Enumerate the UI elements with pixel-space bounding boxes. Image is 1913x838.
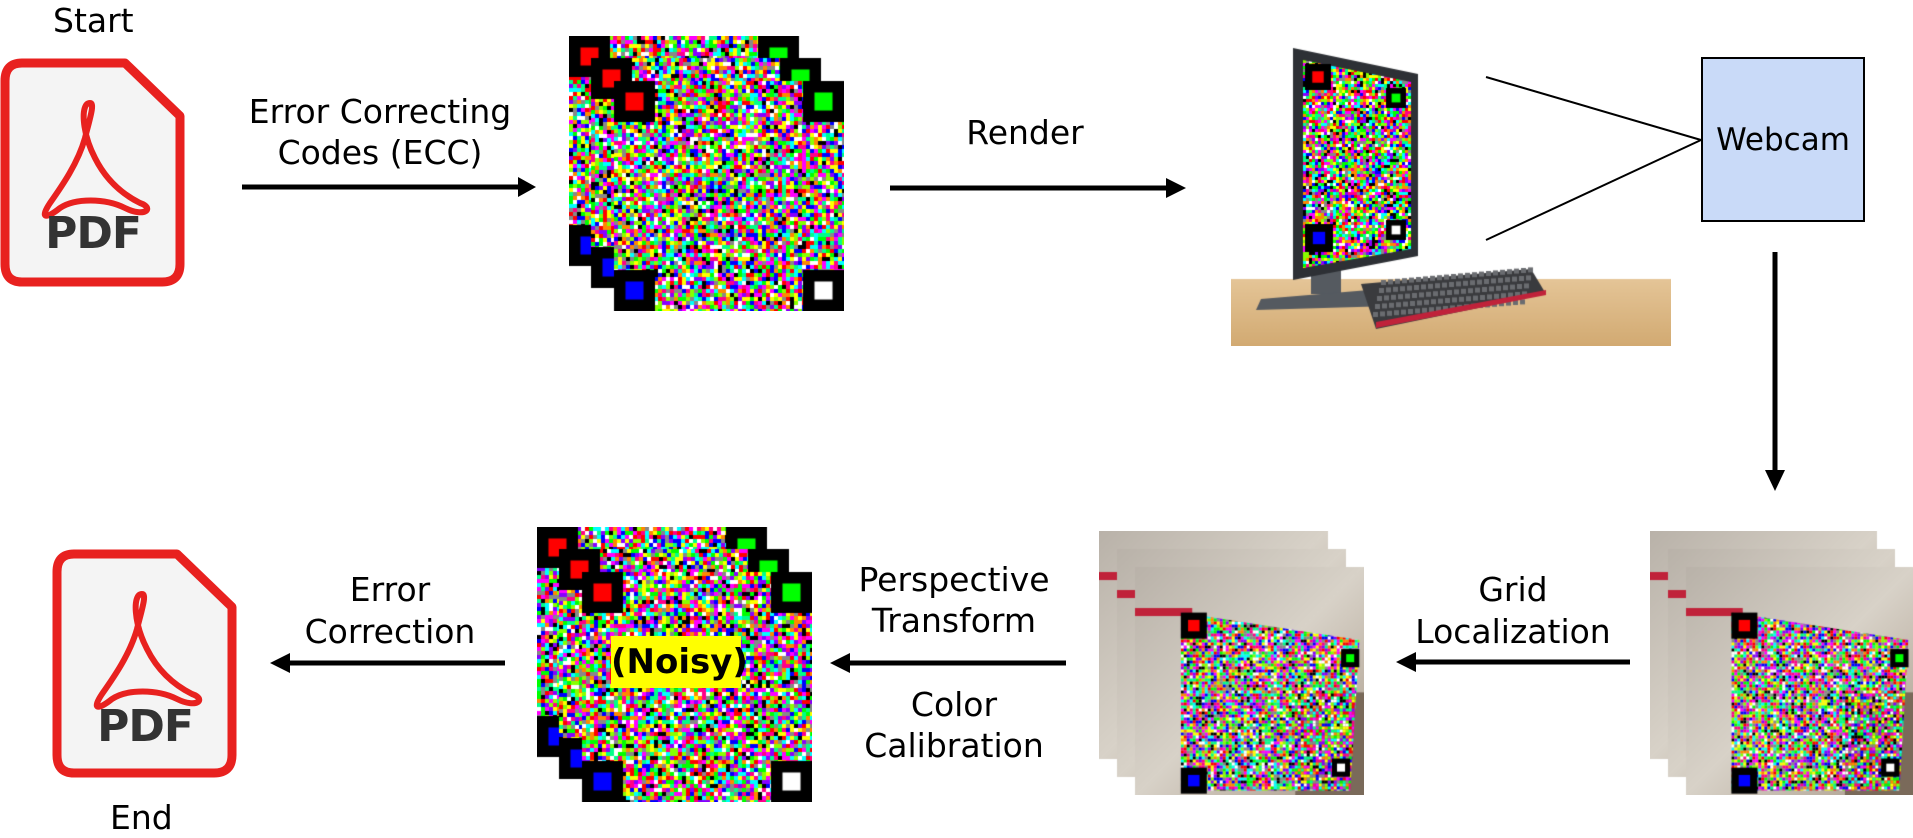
ecc-label-line2: Codes (ECC) (277, 133, 483, 172)
pdf-end-icon: PDF (52, 549, 238, 779)
pdf-start-icon: PDF (0, 58, 186, 288)
color-label-line1: Color (910, 685, 998, 724)
webcam-view-line-top (1485, 76, 1702, 141)
error-correction-label-line1: Error (349, 570, 431, 609)
pdf-start-word: PDF (45, 208, 142, 259)
error-correction-label-line2: Correction (304, 612, 476, 651)
noisy-badge: (Noisy) (611, 636, 748, 688)
monitor-screen-image (1231, 44, 1671, 346)
arrowhead-error-correction (270, 653, 290, 673)
captured-frames-stack (1650, 531, 1913, 795)
pdf-end-word: PDF (97, 701, 194, 752)
grid-label-line1: Grid (1478, 570, 1548, 609)
render-label: Render (966, 113, 1084, 152)
encoded-grid-image (569, 36, 844, 311)
grid-label-line2: Localization (1415, 612, 1611, 651)
ecc-label-line1: Error Correcting (248, 92, 512, 131)
arrowhead-perspective (830, 653, 850, 673)
corrected-frames-image (1099, 531, 1364, 795)
webcam-box: Webcam (1701, 57, 1865, 222)
arrowhead-webcam-down (1765, 470, 1785, 491)
pdf-document-icon (52, 549, 237, 778)
start-label: Start (53, 1, 134, 40)
end-label: End (110, 798, 173, 837)
perspective-frames-stack (1099, 531, 1364, 795)
arrowhead-ecc (518, 177, 536, 197)
monitor-desk-illustration (1231, 44, 1671, 346)
arrowhead-grid-localization (1396, 652, 1416, 672)
webcam-label: Webcam (1716, 121, 1850, 158)
encoded-grid-stack (569, 36, 844, 311)
captured-frames-image (1650, 531, 1913, 795)
color-label-line2: Calibration (864, 726, 1044, 765)
perspective-label-line2: Transform (871, 601, 1037, 640)
pdf-document-icon (0, 58, 185, 287)
perspective-label-line1: Perspective (858, 560, 1050, 599)
webcam-view-line-bottom (1485, 139, 1702, 241)
arrowhead-render (1166, 178, 1186, 198)
